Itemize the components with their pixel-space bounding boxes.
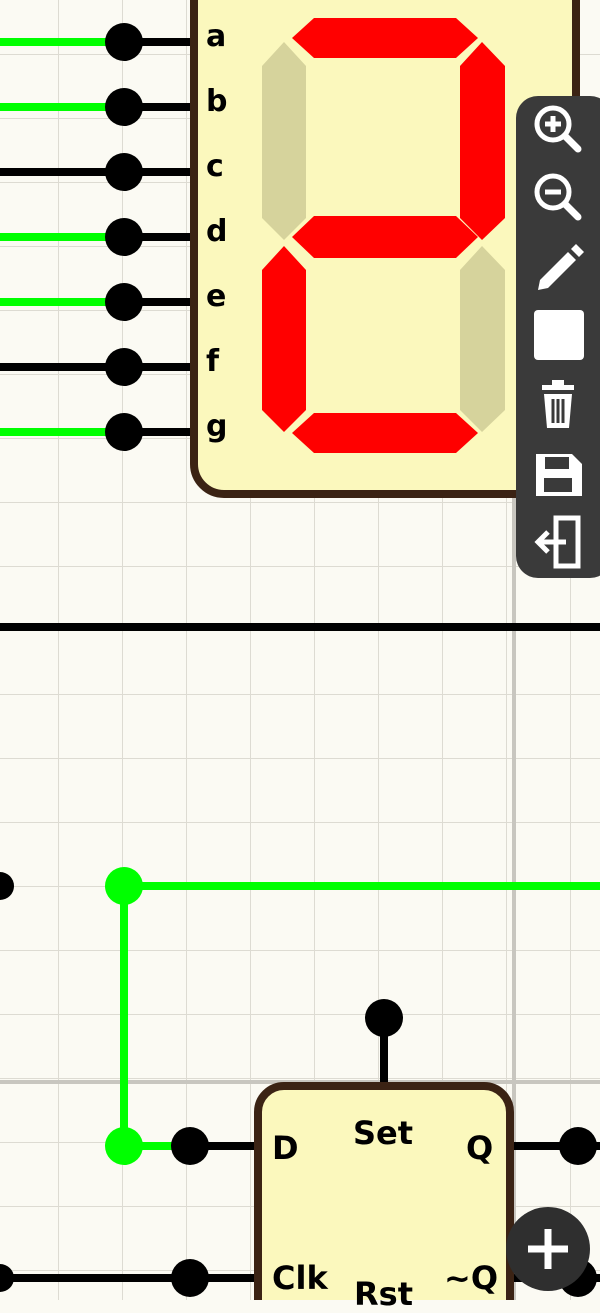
flipflop-label-rst: Rst — [354, 1275, 413, 1313]
input-pin-e[interactable] — [105, 283, 143, 321]
input-pin-a[interactable] — [105, 23, 143, 61]
display-pin-label-b: b — [206, 84, 228, 119]
zoom-out-icon[interactable] — [526, 164, 590, 228]
output-pin-q[interactable] — [559, 1127, 597, 1165]
display-pin-label-e: e — [206, 279, 227, 314]
flipflop-label-nq: ~Q — [444, 1259, 499, 1297]
flipflop-label-clk: Clk — [272, 1259, 328, 1297]
zoom-in-icon[interactable] — [526, 96, 590, 160]
wire-node-on[interactable] — [105, 1127, 143, 1165]
d-flipflop[interactable] — [254, 1082, 514, 1300]
display-input-wires — [0, 23, 198, 451]
trash-icon[interactable] — [526, 372, 590, 436]
save-icon[interactable] — [526, 442, 590, 506]
flipflop-label-set: Set — [353, 1114, 414, 1152]
segment-a — [292, 18, 478, 58]
display-pin-label-c: c — [206, 149, 224, 184]
flipflop-label-d: D — [272, 1129, 299, 1167]
input-pin-g[interactable] — [105, 413, 143, 451]
input-pin-b[interactable] — [105, 88, 143, 126]
pencil-icon[interactable] — [526, 234, 590, 298]
display-pin-label-g: g — [206, 409, 228, 444]
display-pin-label-d: d — [206, 214, 228, 249]
segment-f — [262, 42, 306, 240]
wire-node-on[interactable] — [105, 867, 143, 905]
segment-d — [292, 413, 478, 453]
plus-icon — [528, 1229, 568, 1269]
flipflop-label-q: Q — [466, 1129, 494, 1167]
input-pin-f[interactable] — [105, 348, 143, 386]
input-pin-c[interactable] — [105, 153, 143, 191]
display-pin-label-f: f — [206, 344, 220, 379]
add-component-button[interactable] — [506, 1207, 590, 1291]
tool-palette — [516, 96, 600, 578]
input-pin-d[interactable] — [105, 218, 143, 256]
segment-b — [460, 42, 505, 240]
seven-segment-display[interactable] — [190, 0, 580, 498]
square-icon[interactable] — [526, 302, 590, 366]
input-pin-clk[interactable] — [171, 1259, 209, 1297]
segment-e — [262, 246, 306, 432]
exit-icon[interactable] — [526, 510, 590, 574]
input-pin-set[interactable] — [365, 999, 403, 1037]
input-pin-d[interactable] — [171, 1127, 209, 1165]
wire-node[interactable] — [0, 872, 14, 900]
display-pin-label-a: a — [206, 19, 227, 54]
wire-node[interactable] — [0, 1264, 14, 1292]
segment-c — [460, 246, 505, 432]
segment-g — [292, 216, 478, 258]
